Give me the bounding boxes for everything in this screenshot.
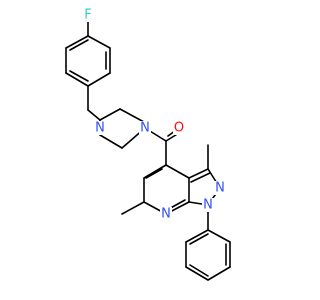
bond (189, 264, 209, 277)
bond (119, 108, 145, 123)
bond (87, 109, 101, 121)
bond (188, 168, 209, 179)
bond (65, 35, 89, 49)
bond (185, 266, 209, 281)
bond (121, 201, 145, 215)
molecule-structure: F N N O N N N (65, 8, 231, 281)
bond (207, 266, 231, 281)
atom-n-label: N (140, 121, 150, 136)
bond (190, 172, 211, 183)
atom-n: N (214, 181, 226, 196)
atom-labels: F N N O N N N (82, 8, 226, 222)
atom-n: N (160, 207, 172, 222)
bond (145, 168, 163, 179)
bond (99, 108, 121, 121)
bond (207, 229, 231, 243)
atom-n-label: N (95, 121, 105, 136)
bond (69, 70, 89, 82)
bond (87, 35, 111, 49)
atom-n: N (139, 121, 151, 136)
atom-n-label: N (215, 181, 225, 196)
atom-n-label: N (161, 207, 171, 222)
atom-f-label: F (84, 8, 91, 23)
atom-f: F (82, 8, 94, 23)
bond (165, 164, 190, 179)
atom-n: N (94, 121, 106, 136)
bond (69, 39, 89, 51)
bond (189, 233, 209, 245)
atom-n: N (202, 198, 214, 213)
bond (99, 134, 123, 149)
atom-o-label: O (174, 121, 184, 136)
atom-o: O (173, 121, 185, 136)
bonds (65, 17, 231, 281)
bond (87, 72, 111, 87)
bond (65, 72, 89, 87)
bond (185, 229, 209, 243)
atom-n-label: N (203, 198, 213, 213)
bond (143, 164, 167, 179)
